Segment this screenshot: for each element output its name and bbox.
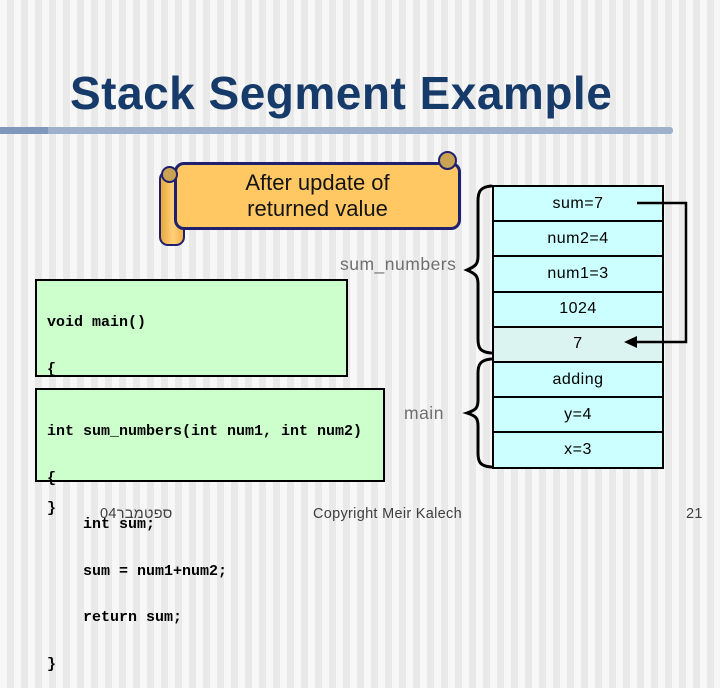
stack-cell-x: x=3 — [494, 431, 662, 467]
footer-page-number: 21 — [686, 506, 703, 522]
label-sum-numbers-frame: sum_numbers — [340, 254, 457, 274]
sum-numbers-brace — [463, 184, 493, 355]
stack-cell-num2: num2=4 — [494, 220, 662, 256]
code-line: int sum; — [47, 516, 156, 533]
code-box-main: void main() { int x=3, y=4, adding; addi… — [35, 279, 348, 516]
slide-title: Stack Segment Example — [70, 67, 613, 119]
code-line: void main() — [47, 314, 147, 331]
label-main-frame: main — [404, 403, 444, 423]
title-underline-rule — [0, 127, 673, 134]
code-line: sum = num1+num2; — [47, 562, 228, 580]
code-line: } — [47, 500, 57, 517]
footer-date: ספטמבר04 — [100, 506, 173, 522]
main-brace — [462, 357, 493, 469]
code-line: { — [47, 469, 57, 487]
scroll-banner-right-curl-icon — [438, 151, 457, 170]
code-line: return sum; — [47, 609, 183, 626]
stack-cell-adding: adding — [494, 360, 662, 397]
code-line: { — [47, 360, 57, 378]
footer-copyright: Copyright Meir Kalech — [313, 506, 462, 522]
code-line: } — [47, 655, 57, 673]
stack-cell-returned-value: 7 — [494, 325, 662, 361]
scroll-banner: After update of returned value — [174, 162, 461, 230]
banner-text-line2: returned value — [247, 196, 388, 221]
stack-segment-table: sum=7 num2=4 num1=3 1024 7 adding y=4 x=… — [492, 185, 664, 469]
banner-text-line1: After update of — [245, 170, 390, 195]
scroll-banner-left-curl-icon — [161, 166, 178, 183]
stack-cell-return-address: 1024 — [494, 290, 662, 326]
code-line: int sum_numbers(int num1, int num2) — [47, 423, 363, 440]
stack-cell-sum: sum=7 — [494, 187, 662, 221]
stack-cell-y: y=4 — [494, 396, 662, 432]
stack-cell-num1: num1=3 — [494, 255, 662, 291]
code-box-sum-numbers: int sum_numbers(int num1, int num2) { in… — [35, 388, 385, 672]
